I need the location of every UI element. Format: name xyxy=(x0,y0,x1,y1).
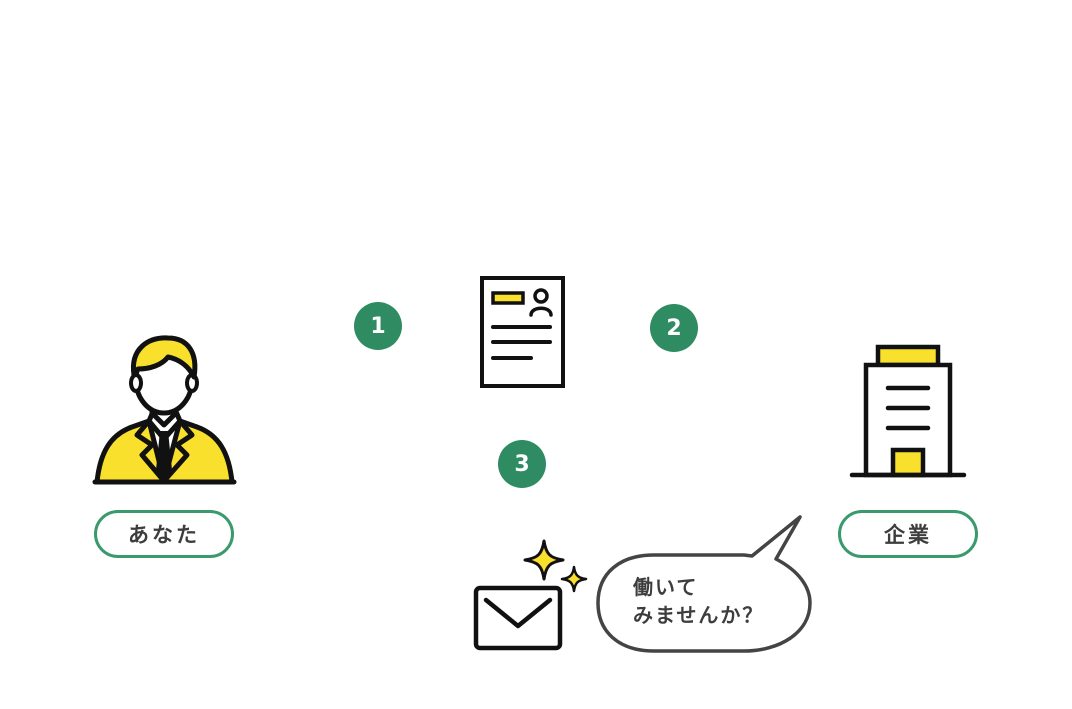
step-badge-1: 1 xyxy=(354,302,402,350)
speech-bubble-line-1: 働いて xyxy=(633,575,699,599)
label-you: あなた xyxy=(94,510,234,558)
resume-icon xyxy=(480,276,565,388)
label-company: 企業 xyxy=(838,510,978,558)
sparkle-small-icon xyxy=(560,565,588,593)
sparkle-icon xyxy=(523,539,565,581)
building-icon xyxy=(849,344,967,478)
step-badge-2: 2 xyxy=(650,304,698,352)
speech-bubble xyxy=(596,515,812,653)
envelope-icon xyxy=(473,585,563,651)
step-badge-3: 3 xyxy=(498,440,546,488)
person-icon xyxy=(92,335,237,485)
speech-bubble-line-2: みませんか？ xyxy=(633,603,765,627)
